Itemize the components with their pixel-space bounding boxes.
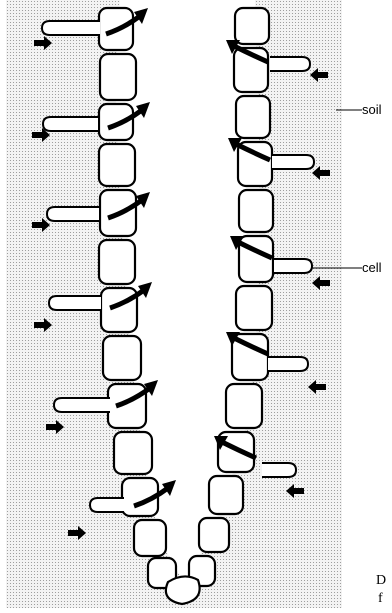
left-root-cell	[103, 336, 141, 380]
root-hair	[268, 357, 308, 371]
left-root-cell	[99, 144, 135, 186]
root-hair	[54, 398, 110, 412]
soil-label: soil	[362, 102, 382, 117]
root-hair	[272, 155, 314, 169]
root-hair	[274, 259, 312, 273]
cell-label: cell	[362, 260, 382, 275]
root-tip-cap	[166, 576, 200, 604]
root-hair	[47, 207, 99, 221]
root-hair	[43, 117, 98, 131]
root-hair	[90, 498, 124, 512]
right-root-cell	[199, 518, 229, 552]
left-root-cell	[100, 54, 136, 100]
left-root-cell	[134, 520, 166, 556]
right-root-cell	[236, 96, 270, 138]
left-root-cell	[99, 240, 135, 284]
root-hair	[270, 57, 310, 71]
cropped-text-d: D	[376, 573, 386, 588]
root-hair	[49, 296, 101, 310]
left-root-cell	[101, 288, 137, 332]
right-root-cell	[239, 190, 273, 232]
cropped-text-f: f	[378, 591, 383, 606]
root-hair	[42, 21, 100, 35]
root-hair	[262, 463, 296, 477]
right-root-cell	[209, 476, 243, 514]
right-root-cell	[226, 384, 262, 428]
left-root-cell	[114, 432, 152, 474]
right-root-cell	[235, 8, 269, 44]
left-root-cell	[108, 384, 146, 428]
right-root-cell	[236, 286, 272, 330]
